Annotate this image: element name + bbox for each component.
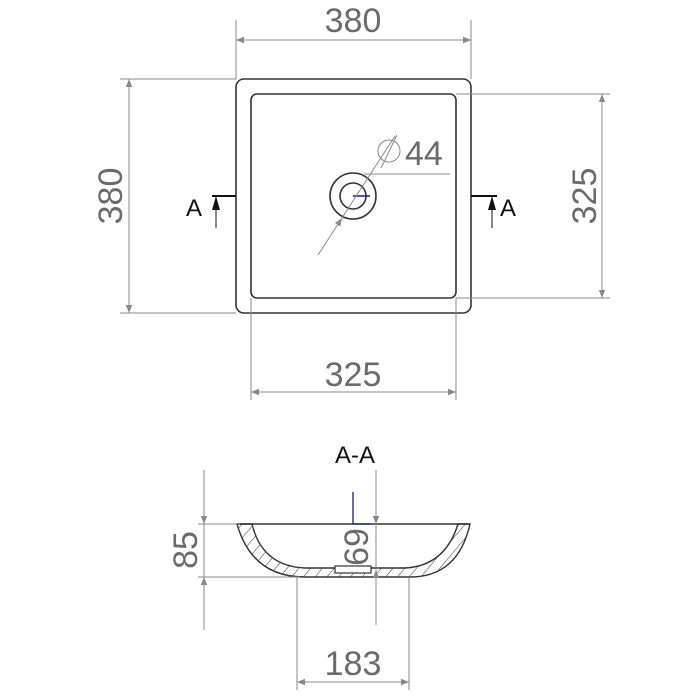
section-mark-left: A: [186, 195, 236, 228]
svg-text:A: A: [500, 195, 516, 222]
top-view: 380 380 325 325 44 A: [92, 2, 610, 400]
svg-text:A: A: [186, 195, 202, 222]
basin-inner-outline: [250, 93, 457, 299]
dimension-width: 380: [325, 2, 382, 40]
dimension-depth: 380: [92, 168, 130, 225]
dimension-inner-depth-section: 69: [338, 528, 376, 566]
dimension-drain-diameter: 44: [405, 135, 443, 173]
section-view: A-A 85 69 183: [167, 442, 471, 690]
dimension-inner-depth: 325: [566, 168, 604, 225]
dimension-inner-width: 325: [325, 356, 382, 394]
dimension-base-width: 183: [325, 645, 382, 683]
section-mark-right: A: [471, 195, 516, 228]
section-title: A-A: [335, 442, 375, 469]
diameter-symbol: [377, 139, 401, 163]
dimension-height: 85: [167, 531, 205, 569]
drain-outer: [329, 172, 377, 220]
